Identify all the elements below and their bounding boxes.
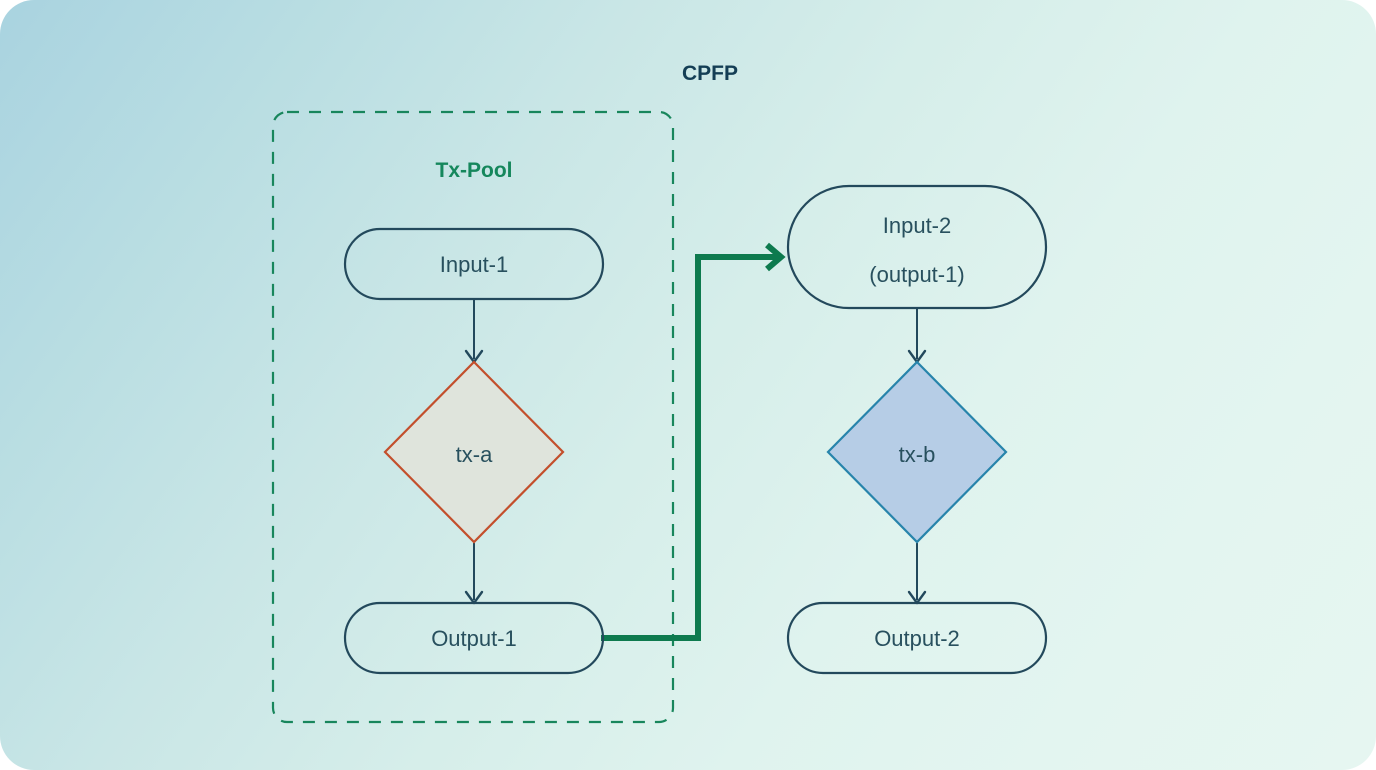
edge-input2-to-txb <box>907 307 927 364</box>
node-input-1-label: Input-1 <box>440 252 509 277</box>
node-tx-a-label: tx-a <box>456 442 493 467</box>
node-tx-a-shape <box>383 360 565 544</box>
node-output-2-label: Output-2 <box>874 626 960 651</box>
node-tx-a[interactable]: tx-a <box>383 360 565 544</box>
edge-txa-to-output1 <box>464 543 484 605</box>
node-output-2-shape <box>786 601 1048 675</box>
edge-txb-to-output2 <box>907 543 927 605</box>
node-output-1-label: Output-1 <box>431 626 517 651</box>
node-input-2-label: Input-2 <box>883 213 952 238</box>
group-box-tx-pool <box>271 110 675 724</box>
page-title: CPFP <box>682 62 738 85</box>
node-input-2[interactable]: Input-2 (output-1) <box>786 184 1048 310</box>
edge-input1-to-txa <box>464 300 484 364</box>
group-title-tx-pool: Tx-Pool <box>436 159 513 182</box>
node-input-2-shape <box>786 184 1048 310</box>
node-input-1[interactable]: Input-1 <box>343 227 605 301</box>
node-tx-b-label: tx-b <box>899 442 936 467</box>
node-output-1[interactable]: Output-1 <box>343 601 605 675</box>
node-tx-b[interactable]: tx-b <box>826 360 1008 544</box>
node-output-1-shape <box>343 601 605 675</box>
node-input-1-shape <box>343 227 605 301</box>
edge-output1-to-input2-cpfp <box>601 242 786 641</box>
node-output-2[interactable]: Output-2 <box>786 601 1048 675</box>
node-input-2-sublabel: (output-1) <box>869 262 964 287</box>
node-tx-b-shape <box>826 360 1008 544</box>
